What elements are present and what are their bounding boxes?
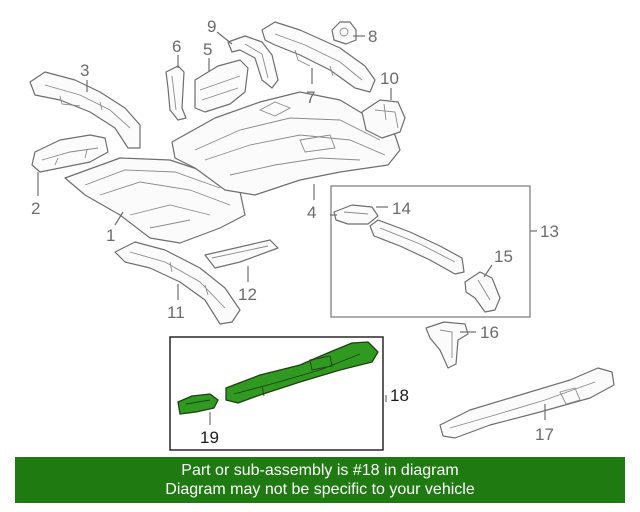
callout-12: 12	[238, 285, 257, 304]
callout-15: 15	[494, 247, 513, 266]
part-9-reinforcement[interactable]	[227, 35, 279, 89]
callout-14: 14	[392, 199, 411, 218]
part-6-bracket[interactable]	[165, 65, 187, 121]
part-13-member[interactable]	[369, 219, 465, 275]
callout-7: 7	[306, 88, 315, 107]
callout-4: 4	[307, 203, 316, 222]
part-11-side-member[interactable]	[114, 241, 241, 325]
callout-13: 13	[540, 222, 559, 241]
callout-19: 19	[200, 428, 219, 447]
part-10-bracket[interactable]	[361, 99, 406, 139]
part-18-frame-member[interactable]	[225, 341, 379, 404]
part-16-bracket[interactable]	[425, 321, 469, 369]
callout-5: 5	[203, 40, 212, 59]
callout-9: 9	[207, 17, 216, 36]
part-4-main-floor[interactable]	[171, 91, 401, 196]
callout-6: 6	[172, 37, 181, 56]
part-15-bracket[interactable]	[464, 271, 501, 313]
part-2-rail[interactable]	[31, 134, 109, 173]
part-19-bracket[interactable]	[177, 393, 219, 415]
callout-3: 3	[80, 61, 89, 80]
part-7-crossmember[interactable]	[261, 21, 376, 93]
sub-assembly-13-box	[330, 185, 531, 318]
callout-1: 1	[106, 226, 115, 245]
banner-line-1: Part or sub-assembly is #18 in diagram	[181, 462, 459, 479]
part-8-clip[interactable]	[331, 21, 357, 45]
highlight-box	[169, 336, 384, 451]
part-3-crossmember[interactable]	[29, 71, 141, 149]
callout-10: 10	[380, 69, 399, 88]
callout-16: 16	[480, 323, 499, 342]
callout-17: 17	[535, 425, 554, 444]
part-12-crossmember[interactable]	[204, 239, 279, 269]
part-14-bracket[interactable]	[333, 204, 379, 225]
parts-diagram: 3 2 1 6 5 9 7 8 10 4 11 12 14 13 15 16 1…	[29, 17, 615, 451]
callout-8: 8	[368, 27, 377, 46]
part-5-panel[interactable]	[194, 59, 249, 113]
callout-18: 18	[390, 386, 409, 405]
callout-11: 11	[167, 303, 185, 322]
part-1-floor-pan[interactable]	[64, 157, 246, 244]
callout-2: 2	[31, 199, 40, 218]
part-17-frame-rail[interactable]	[439, 367, 615, 439]
banner-line-2: Diagram may not be specific to your vehi…	[165, 481, 475, 498]
info-banner: Part or sub-assembly is #18 in diagram D…	[15, 457, 625, 503]
leader-lines	[37, 31, 546, 425]
